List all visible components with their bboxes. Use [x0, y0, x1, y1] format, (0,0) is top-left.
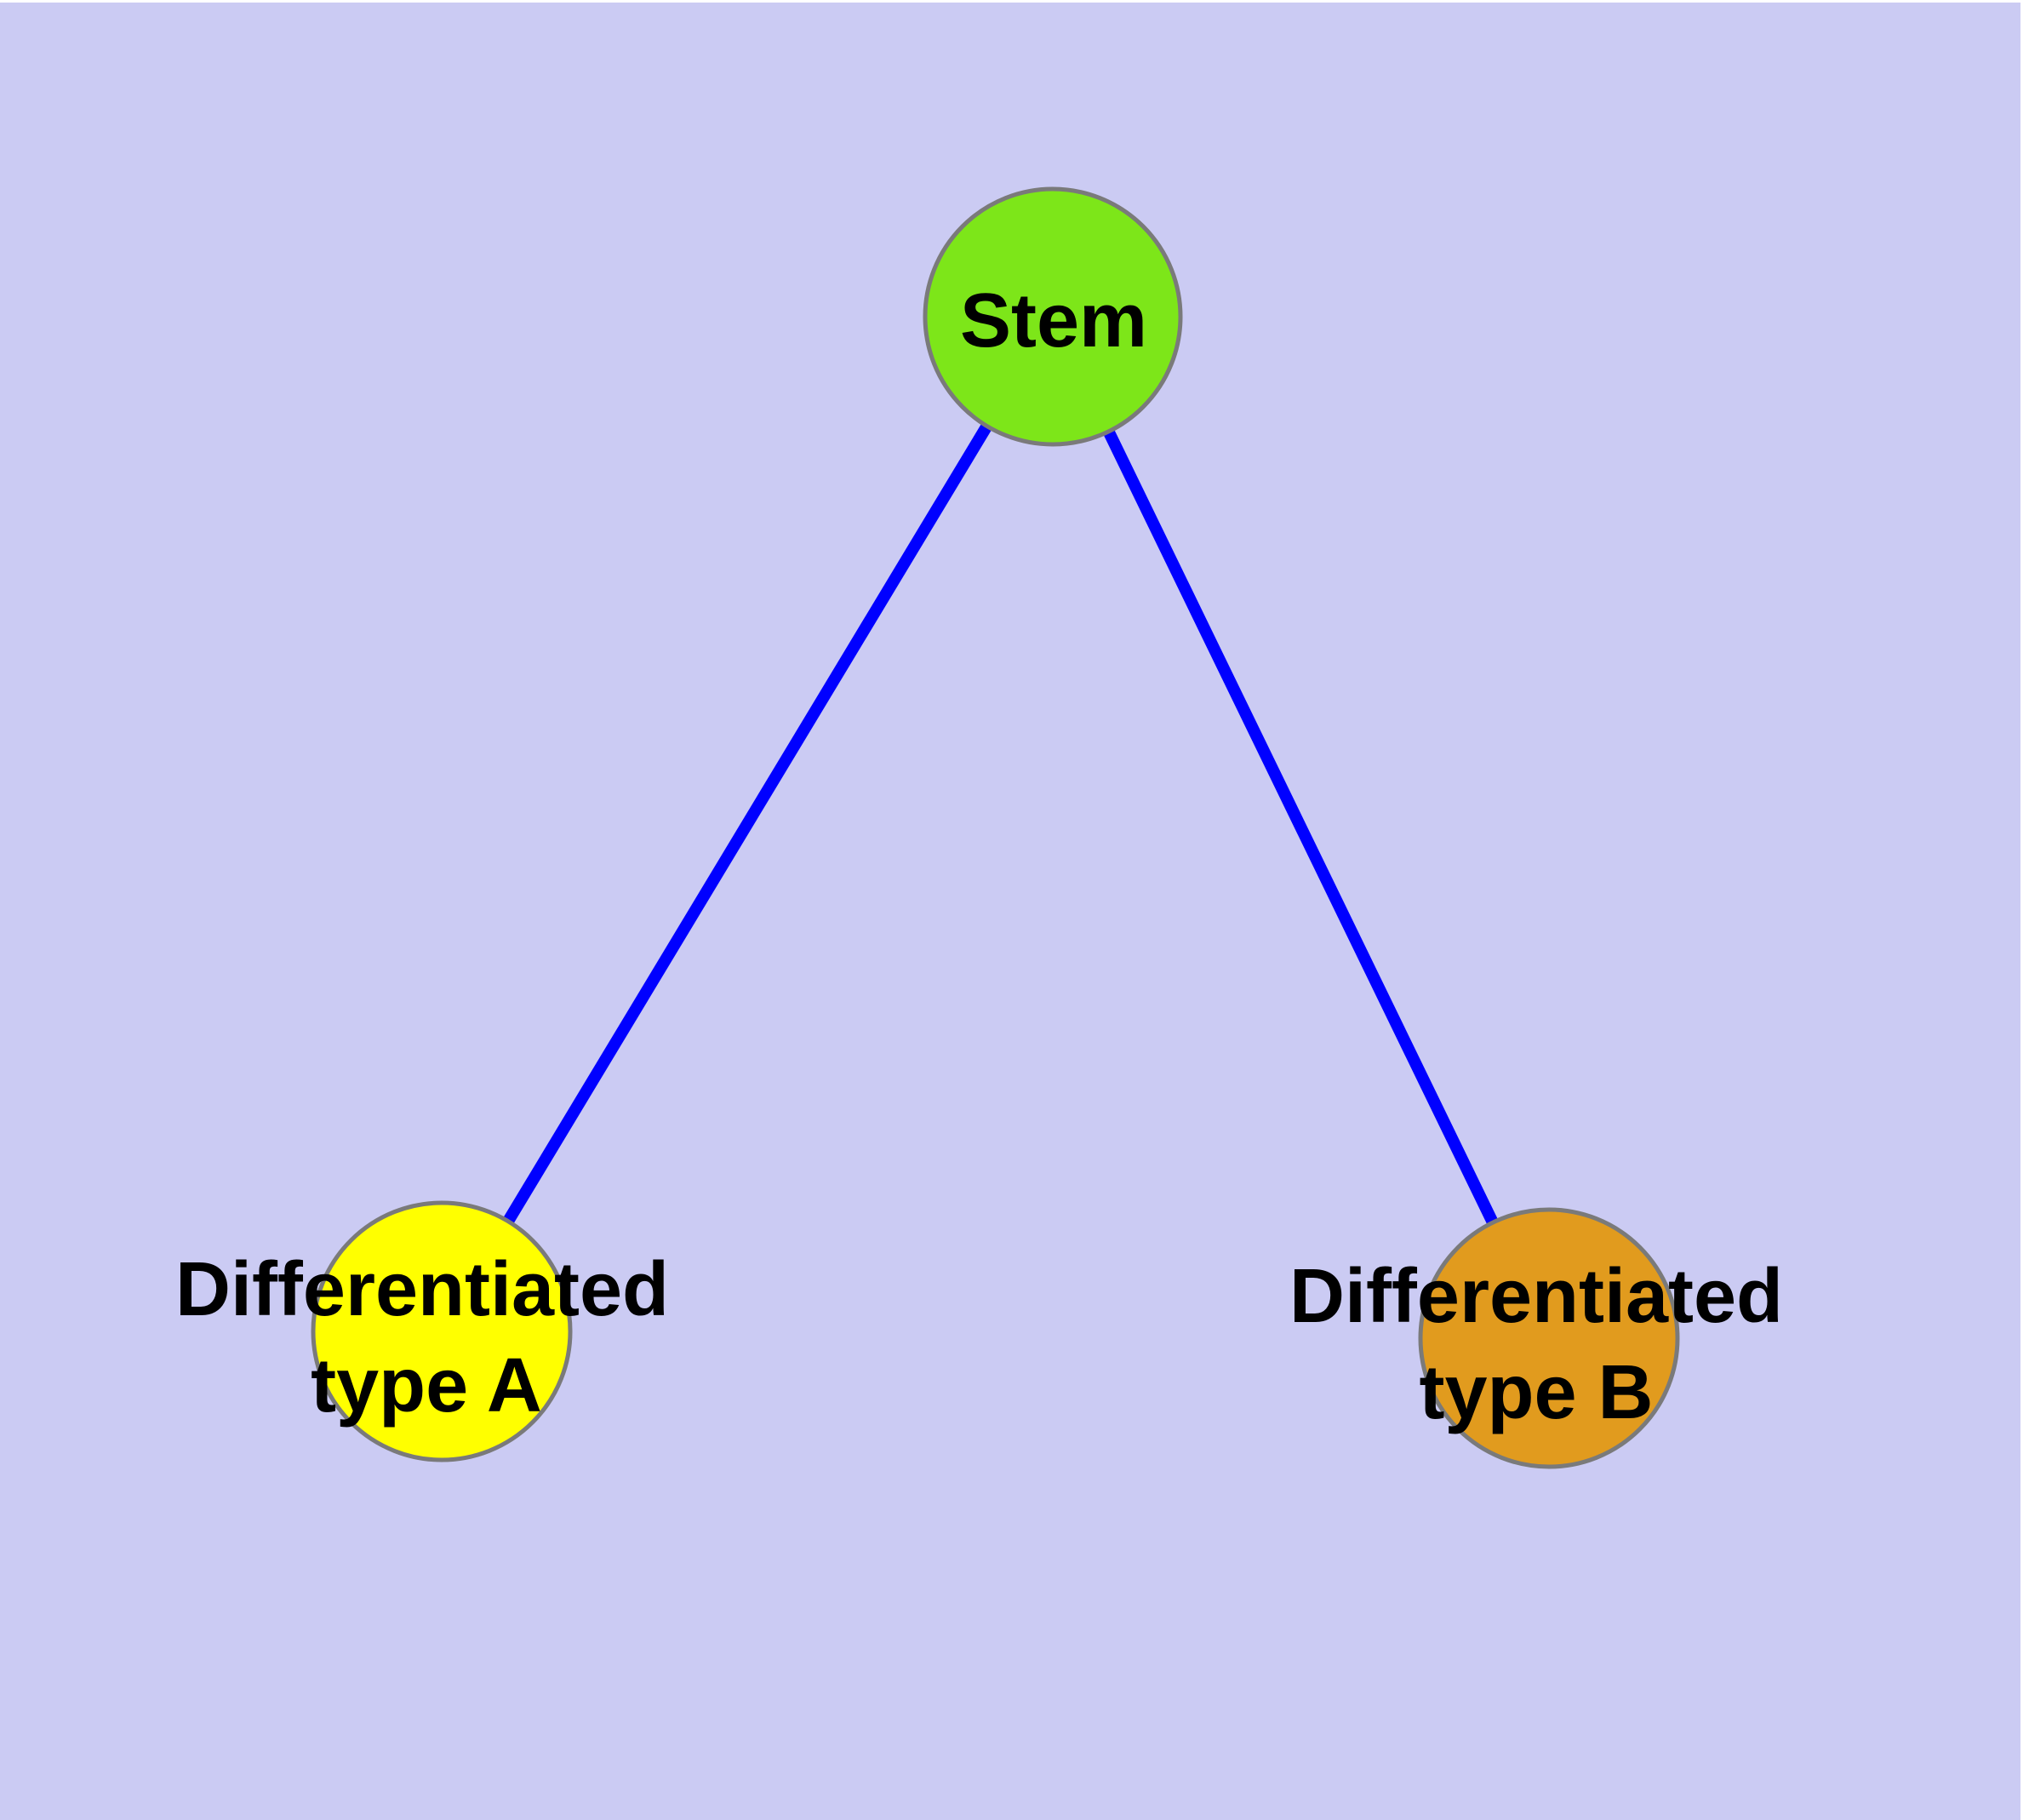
node-type-b-label-line1: Differentiated — [1289, 1254, 1783, 1339]
node-type-a-label-line2: type A — [311, 1343, 542, 1428]
edge-stem-to-type-b — [1047, 313, 1555, 1342]
node-stem-circle — [923, 186, 1183, 447]
node-type-a-circle — [311, 1200, 573, 1462]
node-type-b-circle — [1418, 1207, 1680, 1469]
edge-stem-to-type-a — [437, 313, 1058, 1335]
node-stem: Stem — [923, 186, 1183, 447]
node-differentiated-type-a: Differentiated type A — [175, 1200, 669, 1462]
node-type-a-label-line1: Differentiated — [175, 1247, 669, 1332]
node-differentiated-type-b: Differentiated type B — [1289, 1207, 1783, 1469]
node-type-b-label-line2: type B — [1419, 1350, 1653, 1435]
node-stem-label: Stem — [960, 278, 1147, 363]
